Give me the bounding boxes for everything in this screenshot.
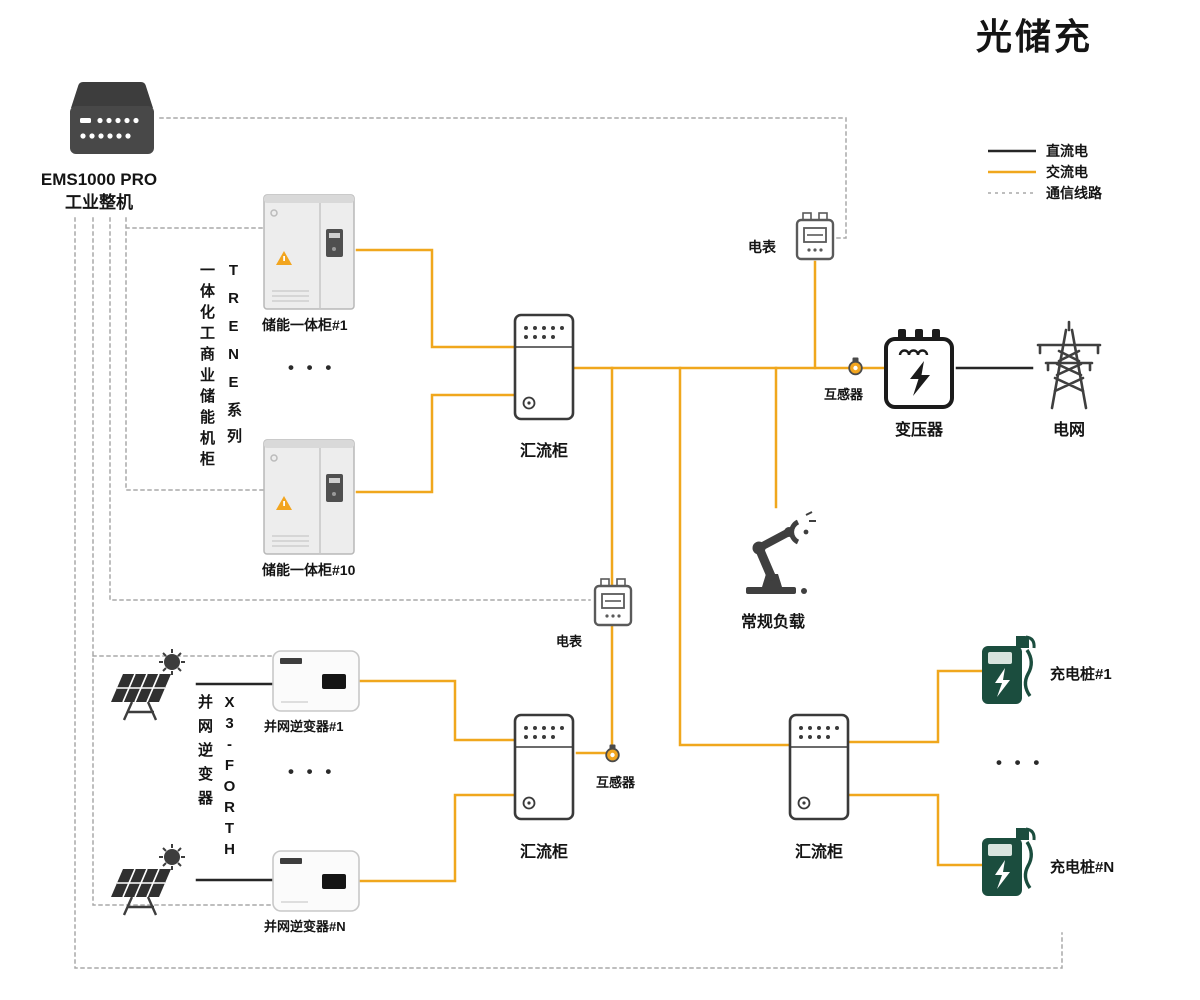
legend-ac-label: 交流电	[1046, 163, 1088, 180]
inverter-n-icon	[272, 850, 360, 912]
ct-top-label: 互感器	[824, 387, 864, 402]
ac-line-cabinet1-to-combiner	[355, 248, 515, 349]
ct-mid-label: 互感器	[596, 775, 636, 790]
charging-pile-n-icon	[980, 826, 1042, 898]
legend-comm-label: 通信线路	[1046, 184, 1102, 201]
ems-type-label: 工业整机	[65, 192, 133, 212]
storage-cabinet-1-icon	[263, 193, 355, 311]
combiner-center-label: 汇流柜	[519, 443, 568, 460]
cabinets-ellipsis: • • •	[288, 358, 336, 377]
ac-line-inverter1-to-combiner	[358, 679, 515, 742]
inverter-series-label: 并网逆变器 X3-FORTH	[194, 694, 238, 862]
combiner-right-label: 汇流柜	[794, 844, 843, 861]
inverter-series-cn-label: 并网逆变器	[196, 694, 213, 814]
meter-mid-label: 电表	[556, 634, 583, 649]
grid-tower-icon	[1028, 318, 1110, 410]
legend-ac-line-sample	[988, 170, 1036, 173]
inverter-n-label: 并网逆变器#N	[264, 919, 346, 934]
legend-dc-line-sample	[988, 149, 1036, 152]
legend-row-comm: 通信线路	[988, 182, 1102, 203]
comm-line-ems-to-cabinets	[125, 217, 264, 491]
solar-panel-2-icon	[108, 843, 196, 919]
meter-top-icon	[794, 212, 836, 262]
grid-label: 电网	[1052, 422, 1085, 439]
storage-cabinet-10-icon	[263, 438, 355, 556]
cabinet-10-label: 储能一体柜#10	[262, 562, 356, 578]
robot-load-icon	[726, 506, 821, 601]
meter-mid-icon	[592, 578, 634, 628]
pile-n-label: 充电桩#N	[1050, 859, 1115, 876]
legend-dc-label: 直流电	[1046, 142, 1088, 159]
inverter-1-label: 并网逆变器#1	[264, 719, 344, 734]
ac-line-combiner-to-pile1	[848, 669, 984, 744]
ct-top-icon	[846, 357, 865, 376]
cabinet-1-label: 储能一体柜#1	[262, 317, 348, 333]
legend: 直流电 交流电 通信线路	[988, 140, 1102, 203]
legend-row-ac: 交流电	[988, 161, 1102, 182]
inverter-series-en-label: X3-FORTH	[221, 694, 238, 862]
ems-controller-icon	[63, 76, 161, 164]
ac-line-bus-to-right-combiner	[678, 366, 790, 747]
solar-panel-1-icon	[108, 648, 196, 724]
load-label: 常规负载	[740, 614, 805, 631]
storage-series-label: 一体化工商业储能机柜 TRENE系列	[196, 262, 244, 472]
combiner-cabinet-center-icon	[513, 313, 575, 421]
storage-series-en-label: TRENE系列	[225, 262, 242, 454]
page-title: 光储充	[976, 16, 1094, 57]
storage-series-cn-label: 一体化工商业储能机柜	[198, 262, 215, 472]
legend-comm-line-sample	[988, 191, 1036, 194]
comm-line-ems-to-mid-meter	[109, 217, 591, 601]
combiner-mid-label: 汇流柜	[519, 844, 568, 861]
pile-1-label: 充电桩#1	[1050, 666, 1112, 683]
ct-mid-icon	[603, 744, 622, 763]
ac-line-combiner-to-pilen	[848, 793, 984, 867]
transformer-label: 变压器	[894, 422, 943, 439]
charging-pile-1-icon	[980, 634, 1042, 706]
meter-top-label: 电表	[748, 239, 776, 255]
ac-line-bus-to-mid-combiner	[575, 366, 614, 755]
ac-line-cabinet10-to-combiner	[355, 393, 515, 494]
combiner-cabinet-right-icon	[788, 713, 850, 821]
combiner-cabinet-mid-icon	[513, 713, 575, 821]
ems-model-label: EMS1000 PRO	[40, 170, 158, 189]
piles-ellipsis: • • •	[996, 753, 1044, 772]
transformer-icon	[883, 328, 955, 410]
legend-row-dc: 直流电	[988, 140, 1102, 161]
inverters-ellipsis: • • •	[288, 762, 336, 781]
inverter-1-icon	[272, 650, 360, 712]
comm-line-ems-to-inverters	[92, 217, 273, 906]
comm-line-ems-to-top-meter	[159, 117, 847, 239]
ac-line-invertern-to-combiner	[358, 793, 515, 883]
